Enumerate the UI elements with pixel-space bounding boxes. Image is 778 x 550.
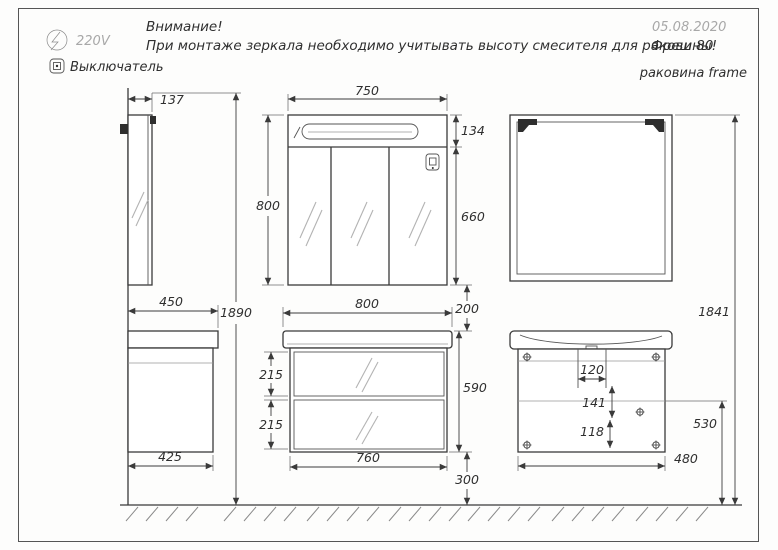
- dim-inner-bottom: 118: [580, 420, 614, 448]
- side-body: [517, 348, 666, 453]
- mirror-cabinet-body: [287, 114, 448, 286]
- svg-text:141: 141: [582, 395, 606, 410]
- switch-label: Выключатель: [70, 60, 163, 75]
- dim-side-depth: 450: [127, 294, 219, 328]
- mirror-back-view: [509, 114, 673, 282]
- dim-gap-to-mirror: 200: [454, 285, 479, 332]
- dim-vanity-height: 590: [455, 331, 487, 452]
- vanity-side-view: 120 141 118 530 480 1841: [509, 114, 740, 505]
- mount-bracket-left: [518, 119, 537, 132]
- header: 220V Выключатель Внимание! При монтаже з…: [46, 19, 747, 81]
- voltage-label: 220V: [76, 34, 111, 49]
- dim-door-height: 660: [450, 147, 485, 286]
- svg-text:450: 450: [159, 294, 183, 309]
- svg-text:137: 137: [160, 92, 184, 107]
- light-nub: [150, 116, 156, 124]
- svg-text:118: 118: [580, 424, 604, 439]
- drawer-bottom: [293, 399, 445, 450]
- svg-text:120: 120: [580, 362, 604, 377]
- svg-text:750: 750: [355, 83, 379, 98]
- svg-text:1890: 1890: [220, 305, 252, 320]
- svg-text:200: 200: [455, 301, 479, 316]
- vanity-front-view: 800 215 215 590 760: [259, 296, 487, 505]
- dim-side-bottom-width: 425: [127, 449, 214, 471]
- screw-icon: [651, 440, 661, 450]
- screw-icon: [651, 352, 661, 362]
- dim-floor-gap: 300: [449, 451, 479, 505]
- wall-bracket: [120, 124, 128, 134]
- dim-overall-right: 1841: [675, 114, 740, 505]
- warning-title: Внимание!: [146, 19, 223, 35]
- dim-side-height: 530: [665, 400, 727, 505]
- dim-mirror-height: 800: [256, 114, 284, 286]
- dim-side-width: 137: [127, 92, 184, 112]
- sheet-border: [18, 8, 759, 542]
- floor: [120, 504, 742, 522]
- svg-text:800: 800: [355, 296, 379, 311]
- model-label: Фреш 80: [651, 38, 713, 54]
- svg-text:660: 660: [461, 209, 485, 224]
- dim-overall-left: 1890: [152, 92, 252, 505]
- vanity-side-countertop: [127, 330, 219, 349]
- screw-icon: [522, 352, 532, 362]
- countertop: [282, 330, 453, 349]
- screw-icon: [522, 440, 532, 450]
- svg-text:134: 134: [461, 123, 485, 138]
- door-switch-icon: [425, 153, 440, 171]
- svg-text:530: 530: [693, 416, 717, 431]
- vanity-side-body: [127, 347, 214, 453]
- mirror-front-view: 750 800 134 660 200: [256, 83, 485, 332]
- svg-text:215: 215: [259, 417, 283, 432]
- dim-light-height: 134: [450, 114, 485, 148]
- dim-vanity-width: 800: [282, 296, 453, 327]
- dim-siphon-width: 120: [578, 362, 606, 383]
- power-icon: [46, 29, 68, 51]
- dim-drawer-bottom-height: 215: [259, 399, 288, 450]
- warning-text: При монтаже зеркала необходимо учитывать…: [146, 38, 717, 54]
- dim-inner-top: 141: [582, 386, 616, 418]
- dim-mirror-width: 750: [287, 83, 448, 111]
- svg-text:1841: 1841: [698, 304, 730, 319]
- dim-vanity-inner-width: 760: [289, 450, 448, 471]
- dim-side-depth-bottom: 480: [517, 451, 698, 471]
- date-label: 05.08.2020: [652, 20, 726, 35]
- svg-text:590: 590: [463, 380, 487, 395]
- svg-text:300: 300: [455, 472, 479, 487]
- svg-text:800: 800: [256, 198, 280, 213]
- svg-text:425: 425: [158, 449, 182, 464]
- drawer-top: [293, 351, 445, 397]
- switch-icon: [49, 58, 65, 74]
- title-block: 05.08.2020 Фреш 80 раковина frame: [639, 20, 747, 81]
- back-panel: [509, 114, 673, 282]
- light-bar: [301, 123, 419, 140]
- mount-bracket-right: [645, 119, 664, 132]
- dim-drawer-top-height: 215: [259, 351, 288, 397]
- mirror-side-view: 137 450 1890 425: [120, 88, 252, 505]
- svg-text:480: 480: [674, 451, 698, 466]
- svg-text:760: 760: [356, 450, 380, 465]
- screw-icon: [635, 407, 645, 417]
- svg-text:215: 215: [259, 367, 283, 382]
- subtitle-label: раковина frame: [639, 66, 747, 81]
